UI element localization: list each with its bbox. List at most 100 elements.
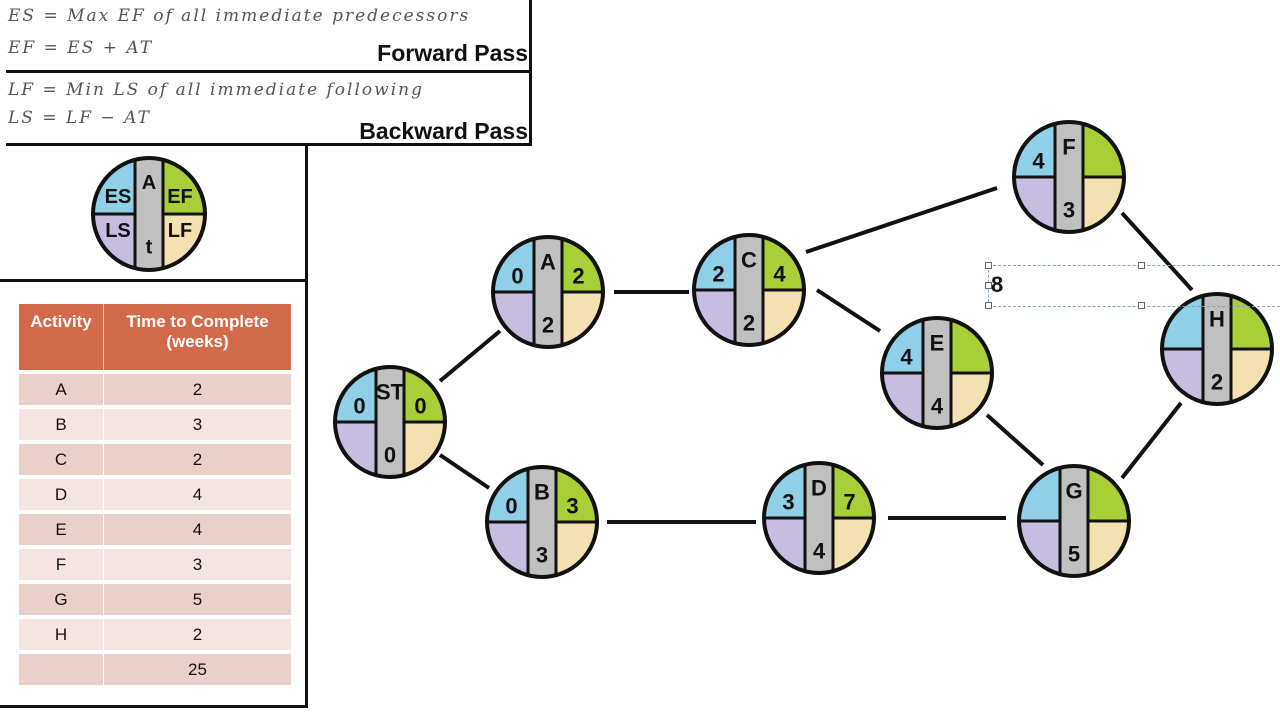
ls-quadrant	[1014, 177, 1055, 231]
node-label: E	[930, 330, 945, 355]
ef-quadrant	[163, 159, 205, 214]
es-value: 4	[900, 345, 913, 370]
activity-cell: A	[19, 370, 104, 405]
node-duration: 3	[536, 543, 548, 568]
resize-handle[interactable]	[985, 302, 992, 309]
resize-handle[interactable]	[985, 282, 992, 289]
ls-quadrant	[1162, 349, 1203, 403]
backward-box-right-border	[529, 73, 532, 145]
selected-text-box[interactable]	[988, 265, 1280, 307]
node-e: E44	[880, 316, 994, 430]
es-value: ES	[105, 186, 132, 208]
ls-quadrant	[882, 373, 923, 427]
es-quadrant	[493, 238, 534, 292]
resize-handle[interactable]	[1138, 302, 1145, 309]
node-outline	[333, 365, 447, 479]
node-outline	[491, 235, 605, 349]
activity-cell: D	[19, 475, 104, 510]
forward-box-bottom-border	[6, 70, 532, 73]
ef-quadrant	[562, 238, 603, 292]
ef-quadrant	[763, 236, 804, 290]
node-duration: 4	[931, 394, 944, 419]
lf-quadrant	[833, 518, 874, 572]
node-outline	[692, 233, 806, 347]
table-total-row: 25	[19, 650, 291, 685]
node-outline	[1160, 292, 1274, 406]
es-quadrant	[93, 159, 135, 214]
es-quadrant	[1014, 123, 1055, 177]
edge-e-g	[985, 413, 1045, 467]
lf-quadrant	[763, 290, 804, 344]
ef-value: 7	[843, 490, 855, 515]
legend-bottom-border	[0, 279, 308, 282]
ef-value: 0	[414, 394, 426, 419]
activity-cell: C	[19, 440, 104, 475]
time-cell: 4	[104, 510, 291, 545]
es-quadrant	[882, 319, 923, 373]
ls-quadrant	[487, 522, 528, 576]
backward-pass-title: Backward Pass	[359, 118, 528, 144]
node-outline	[1017, 464, 1131, 578]
node-duration: t	[146, 237, 153, 259]
resize-handle[interactable]	[985, 262, 992, 269]
ef-quadrant	[833, 464, 874, 518]
node-duration: 2	[743, 311, 755, 336]
lf-formula: LF = Min LS of all immediate following	[8, 80, 424, 100]
node-outline	[762, 461, 876, 575]
ef-value: 4	[773, 262, 786, 287]
ef-quadrant	[1083, 123, 1124, 177]
es-formula: ES = Max EF of all immediate predecessor…	[8, 6, 471, 26]
node-g: G5	[1017, 464, 1131, 578]
lf-quadrant	[1231, 349, 1272, 403]
forward-pass-title: Forward Pass	[377, 40, 528, 66]
lf-quadrant	[163, 214, 205, 269]
node-outline	[91, 156, 207, 272]
ef-quadrant	[1231, 295, 1272, 349]
node-h: H2	[1160, 292, 1274, 406]
lf-quadrant	[951, 373, 992, 427]
backward-pass-box: LF = Min LS of all immediate following L…	[0, 73, 532, 145]
activity-cell: G	[19, 580, 104, 615]
ls-quadrant	[93, 214, 135, 269]
left-panel-right-border	[305, 146, 308, 708]
activity-cell: F	[19, 545, 104, 580]
node-label: A	[540, 249, 556, 274]
lf-quadrant	[556, 522, 597, 576]
node-label: C	[741, 247, 757, 272]
node-label: H	[1209, 306, 1225, 331]
node-outline	[1012, 120, 1126, 234]
ef-formula: EF = ES + AT	[8, 38, 154, 58]
es-quadrant	[487, 468, 528, 522]
time-cell: 2	[104, 370, 291, 405]
activity-cell: E	[19, 510, 104, 545]
backward-box-bottom-border	[6, 143, 532, 146]
es-quadrant	[1019, 467, 1060, 521]
node-duration: 0	[384, 443, 396, 468]
ef-value: 3	[566, 494, 578, 519]
node-label: A	[142, 172, 156, 194]
activity-cell: H	[19, 615, 104, 650]
lf-quadrant	[1083, 177, 1124, 231]
node-duration: 5	[1068, 542, 1080, 567]
time-cell: 2	[104, 440, 291, 475]
ls-value: LS	[105, 220, 131, 242]
ls-quadrant	[493, 292, 534, 346]
resize-handle[interactable]	[1138, 262, 1145, 269]
es-quadrant	[1162, 295, 1203, 349]
es-quadrant	[335, 368, 376, 422]
node-f: F34	[1012, 120, 1126, 234]
edge-st-a	[438, 329, 502, 383]
